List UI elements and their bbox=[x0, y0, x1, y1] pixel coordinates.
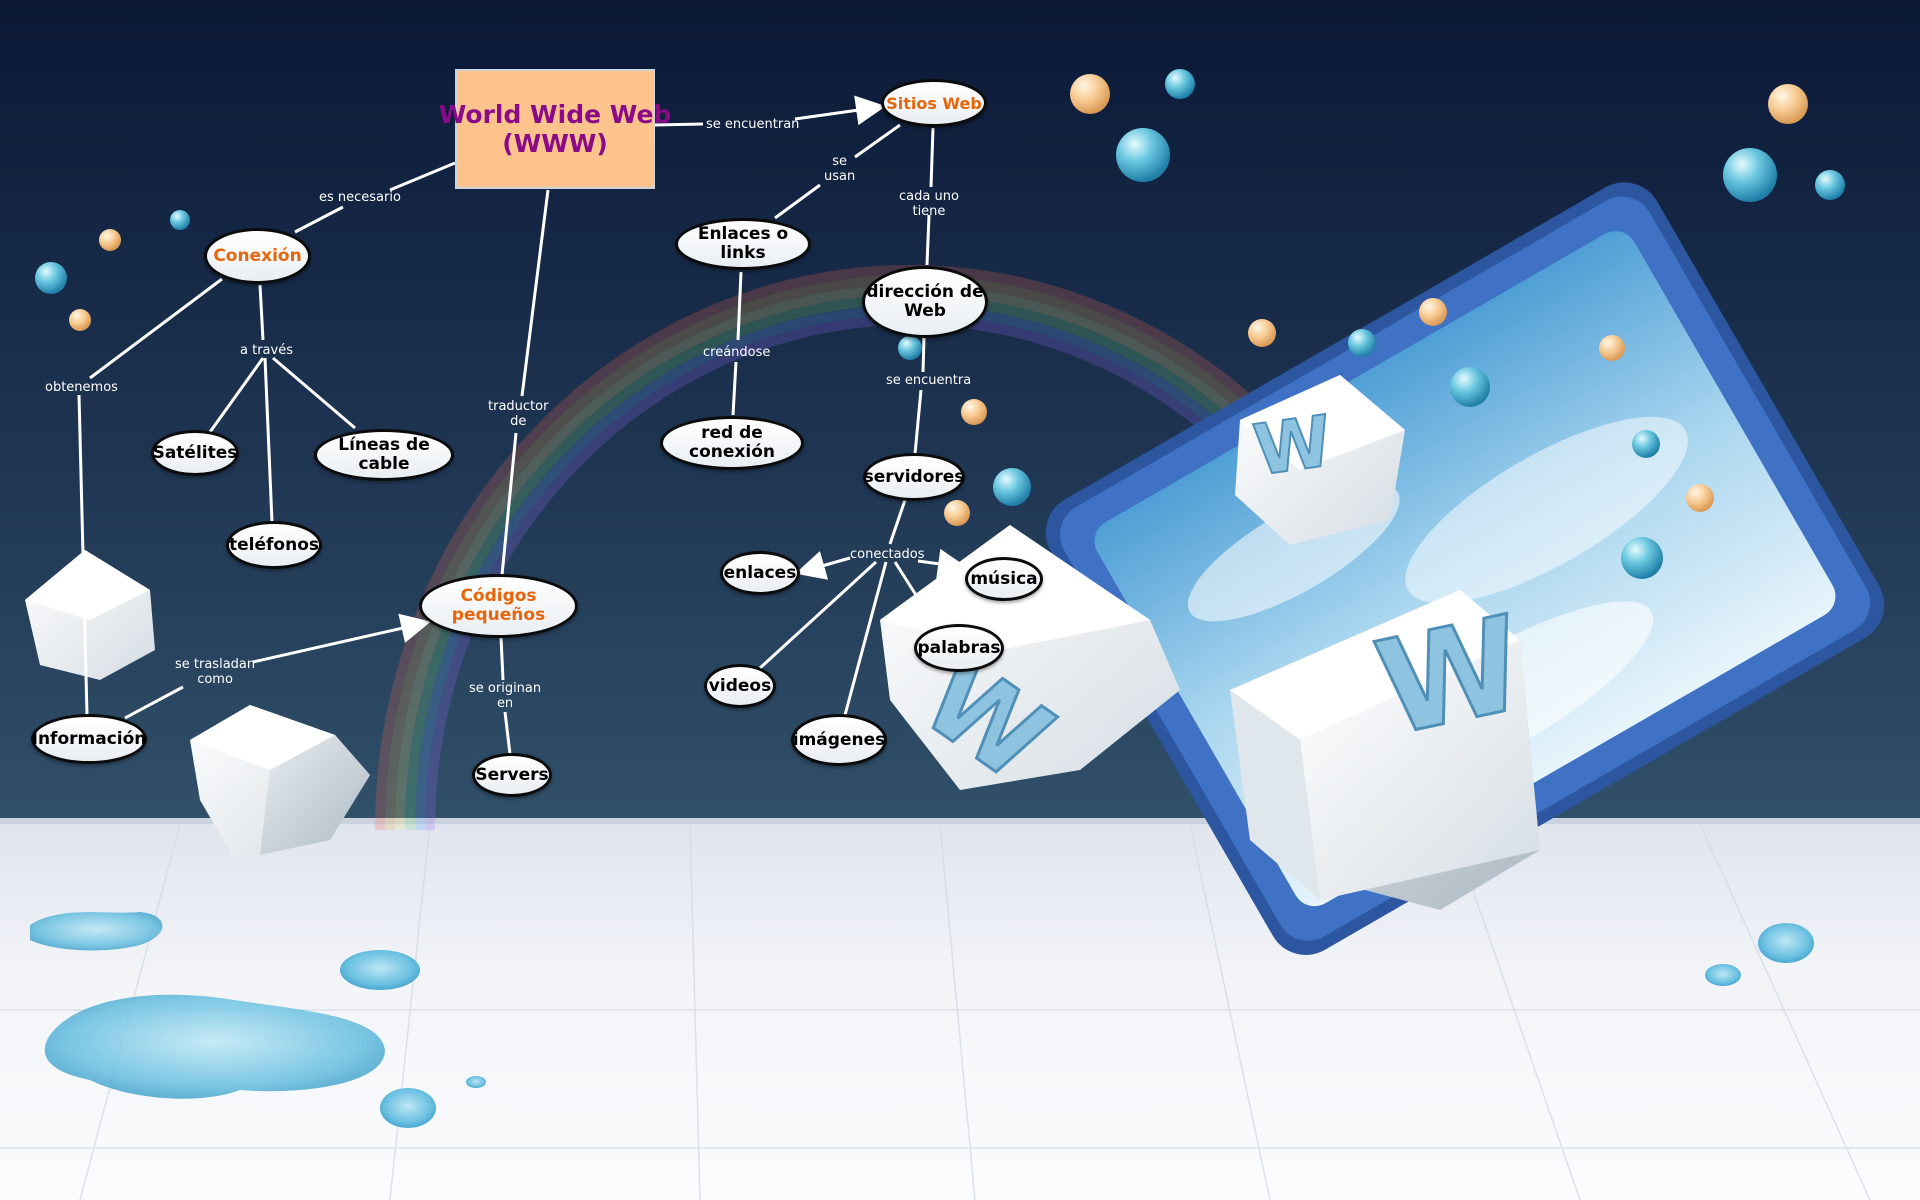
edge-label-es-necesario: es necesario bbox=[319, 190, 401, 205]
edge-label-traductor-de: traductor de bbox=[488, 399, 548, 429]
node-codigos-pequenos: Códigos pequeños bbox=[419, 574, 578, 638]
edge-www-conexion-2 bbox=[295, 207, 343, 232]
node-enlaces: enlaces bbox=[720, 551, 800, 595]
edge-label-obtenemos: obtenemos bbox=[45, 380, 118, 395]
edge-sitios-direccion bbox=[931, 128, 933, 187]
edge-label-cada-uno-tiene: cada uno tiene bbox=[899, 189, 959, 219]
edge-conexion-obtenemos bbox=[90, 279, 222, 378]
node-servers: Servers bbox=[472, 753, 552, 797]
edge-label-se-encuentra: se encuentra bbox=[886, 373, 971, 388]
node-red-de-conexion: red de conexión bbox=[660, 416, 804, 470]
node-lineas-de-cable: Líneas de cable bbox=[314, 429, 454, 481]
edge-label-se-trasladan-como: se trasladan como bbox=[175, 657, 255, 687]
node-satelites: Satélites bbox=[151, 430, 239, 476]
edge-conexion-atraves bbox=[260, 285, 263, 340]
node-informacion: Información bbox=[31, 714, 147, 764]
node-telefonos: teléfonos bbox=[226, 521, 322, 569]
node-direccion-de-web: dirección de Web bbox=[862, 266, 988, 338]
node-palabras: palabras bbox=[914, 624, 1004, 672]
edge-conectados-enlaces bbox=[801, 558, 850, 572]
edge-atraves-telefonos bbox=[265, 358, 272, 522]
edge-trasladan-codigos bbox=[253, 623, 425, 662]
edge-www-sitios-arrow bbox=[795, 107, 880, 119]
edge-obtenemos-informacion bbox=[79, 395, 87, 715]
node-videos: videos bbox=[704, 664, 776, 708]
node-enlaces-o-links: Enlaces o links bbox=[675, 218, 811, 270]
edge-atraves-lineas bbox=[273, 358, 355, 428]
edge-label-se-originan-en: se originan en bbox=[469, 681, 541, 711]
edge-informacion-trasladan bbox=[125, 687, 183, 718]
edge-www-traductor bbox=[522, 190, 548, 396]
node-servidores: servidores bbox=[863, 453, 965, 501]
edge-atraves-satelites bbox=[210, 358, 263, 432]
edge-www-conexion bbox=[390, 163, 455, 190]
edge-codigos-originan bbox=[501, 637, 503, 680]
edge-label-creandose: creándose bbox=[703, 345, 770, 360]
edge-enlaces-red bbox=[738, 272, 741, 340]
node-musica: música bbox=[965, 557, 1043, 601]
node-conexion: Conexión bbox=[204, 228, 311, 284]
edge-label-se-encuentran: se encuentran bbox=[706, 117, 799, 132]
edge-direccion-servidores-2 bbox=[915, 390, 921, 454]
edge-traductor-codigos bbox=[502, 433, 516, 575]
edge-originan-servers bbox=[505, 712, 510, 754]
edge-conectados-palabras bbox=[895, 562, 935, 625]
edge-servidores-conectados bbox=[890, 500, 905, 544]
edge-label-conectados: conectados bbox=[850, 547, 925, 562]
edge-sitios-enlaces-links bbox=[855, 125, 900, 157]
edge-direccion-servidores bbox=[923, 337, 924, 372]
node-world-wide-web: World Wide Web (WWW) bbox=[455, 69, 655, 189]
edge-enlaces-red-2 bbox=[733, 362, 736, 415]
edge-label-a-traves: a través bbox=[240, 343, 293, 358]
edge-sitios-enlaces-links-2 bbox=[775, 185, 820, 218]
node-sitios-web: Sitios Web bbox=[881, 79, 987, 127]
edge-label-se-usan: se usan bbox=[824, 154, 855, 184]
node-imagenes: imágenes bbox=[791, 714, 887, 766]
edge-sitios-direccion-2 bbox=[927, 215, 929, 265]
